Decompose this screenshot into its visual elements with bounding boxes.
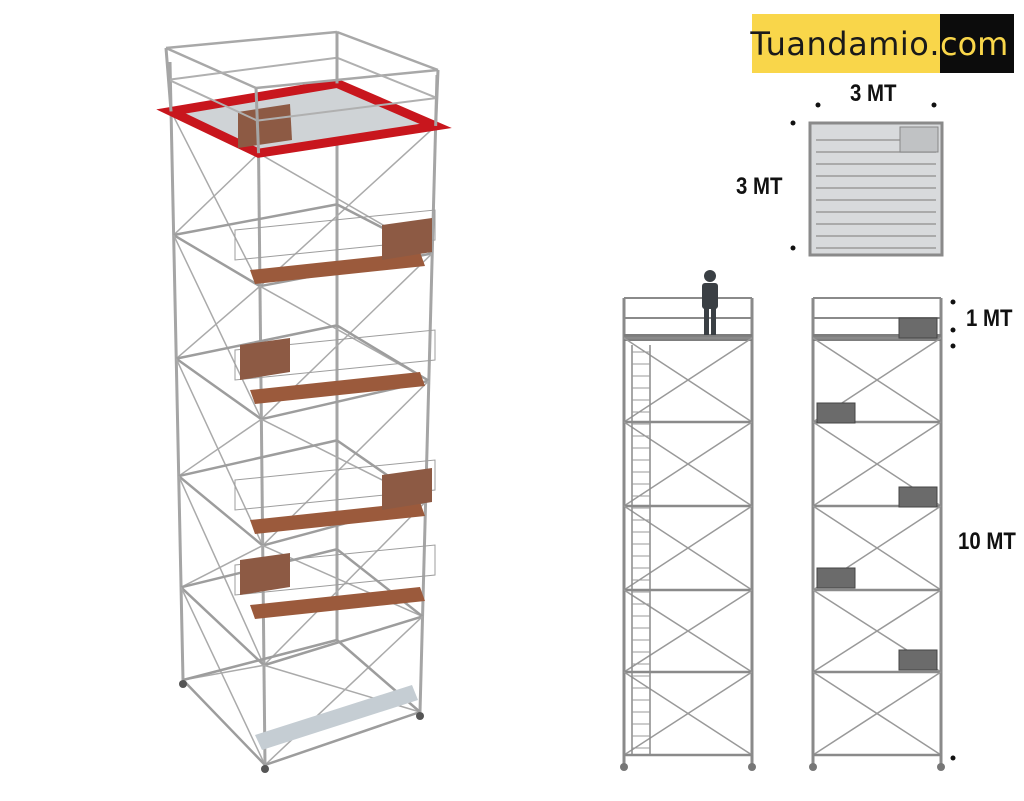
guardrail: [336, 30, 439, 72]
top-view-hatch: [899, 126, 939, 153]
brace: [623, 505, 753, 591]
caster-wheel: [261, 765, 269, 773]
caster-wheel: [748, 763, 756, 771]
base-deck: [255, 685, 418, 750]
ledger: [175, 357, 263, 421]
post: [434, 69, 440, 127]
brand-logo: Tuandamio. com: [750, 14, 1014, 73]
caster-wheel: [620, 763, 628, 771]
guardrail: [168, 56, 338, 81]
person-body: [702, 283, 718, 309]
hatch-panel: [382, 468, 432, 510]
dimension-dot: [950, 327, 956, 333]
brace: [178, 475, 265, 666]
ledger: [177, 475, 264, 547]
brace: [623, 421, 753, 507]
platform-rail: [234, 544, 436, 596]
brace: [180, 544, 264, 588]
platform: [250, 372, 425, 404]
brace: [178, 418, 262, 477]
platform-hatch: [816, 402, 856, 424]
hatch-panel: [240, 338, 290, 380]
brace: [173, 152, 260, 236]
post: [256, 99, 267, 766]
hatch-panel: [382, 218, 432, 260]
brace: [175, 358, 264, 546]
dimension-dot: [950, 343, 956, 349]
platform-hatch: [898, 486, 938, 508]
dimension-dot: [790, 245, 796, 251]
brace: [623, 337, 753, 423]
brace: [812, 421, 942, 507]
dimension-dot: [931, 102, 937, 108]
ledger: [180, 586, 265, 667]
ledger: [173, 233, 261, 288]
dimension-top-depth: 3 MT: [736, 173, 783, 200]
guardrail: [168, 78, 258, 122]
brace: [812, 671, 942, 756]
platform-hatch: [898, 317, 938, 339]
post: [168, 61, 185, 681]
brace: [623, 671, 753, 756]
platform-rail: [234, 459, 436, 511]
brace: [180, 586, 266, 766]
ledger: [178, 439, 338, 478]
dimension-dot: [790, 120, 796, 126]
dimension-dot: [950, 755, 956, 761]
hatch-panel: [240, 553, 290, 595]
brace: [623, 589, 753, 673]
dimension-dot: [950, 299, 956, 305]
logo-tld-part: com: [940, 14, 1014, 73]
ledger: [182, 679, 266, 766]
dimension-top-width: 3 MT: [850, 80, 897, 107]
person-leg: [711, 308, 716, 335]
brace: [259, 125, 437, 287]
dimension-dot: [815, 102, 821, 108]
caster-wheel: [416, 712, 424, 720]
ledger: [175, 324, 338, 360]
post: [164, 47, 173, 112]
logo-dot: .: [929, 24, 940, 63]
caster-wheel: [937, 763, 945, 771]
dimension-guardrail-height: 1 MT: [966, 305, 1013, 332]
platform-hatch: [898, 649, 938, 671]
guardrail: [165, 30, 338, 50]
guardrail: [165, 46, 257, 90]
logo-brand-part: Tuandamio.: [750, 14, 940, 73]
person-head: [704, 270, 716, 282]
top-deck: [156, 78, 452, 158]
person-leg: [704, 308, 709, 335]
ledger: [182, 638, 338, 682]
ledger: [336, 324, 430, 382]
logo-brand-text: Tuandamio: [750, 24, 930, 63]
ledger: [173, 203, 338, 237]
platform: [250, 252, 425, 284]
caster-wheel: [179, 680, 187, 688]
platform-rail: [234, 329, 436, 381]
hatch-panel: [238, 104, 292, 148]
guardrail: [336, 56, 438, 99]
top-view-deck: [808, 121, 944, 257]
platform-hatch: [816, 567, 856, 589]
guardrail: [255, 68, 439, 90]
brace: [170, 111, 261, 287]
post: [254, 87, 261, 154]
brace: [172, 234, 263, 420]
ledger: [264, 710, 421, 767]
guardrail: [257, 96, 437, 122]
post: [418, 74, 439, 713]
platform: [250, 587, 425, 619]
ledger: [336, 548, 424, 618]
platform: [250, 502, 425, 534]
brace: [175, 285, 261, 360]
dimension-tower-height: 10 MT: [958, 528, 1016, 555]
ledger: [263, 615, 423, 667]
brace: [812, 589, 942, 673]
caster-wheel: [809, 763, 817, 771]
logo-tld-text: com: [940, 24, 1009, 63]
platform-rail: [234, 209, 436, 261]
